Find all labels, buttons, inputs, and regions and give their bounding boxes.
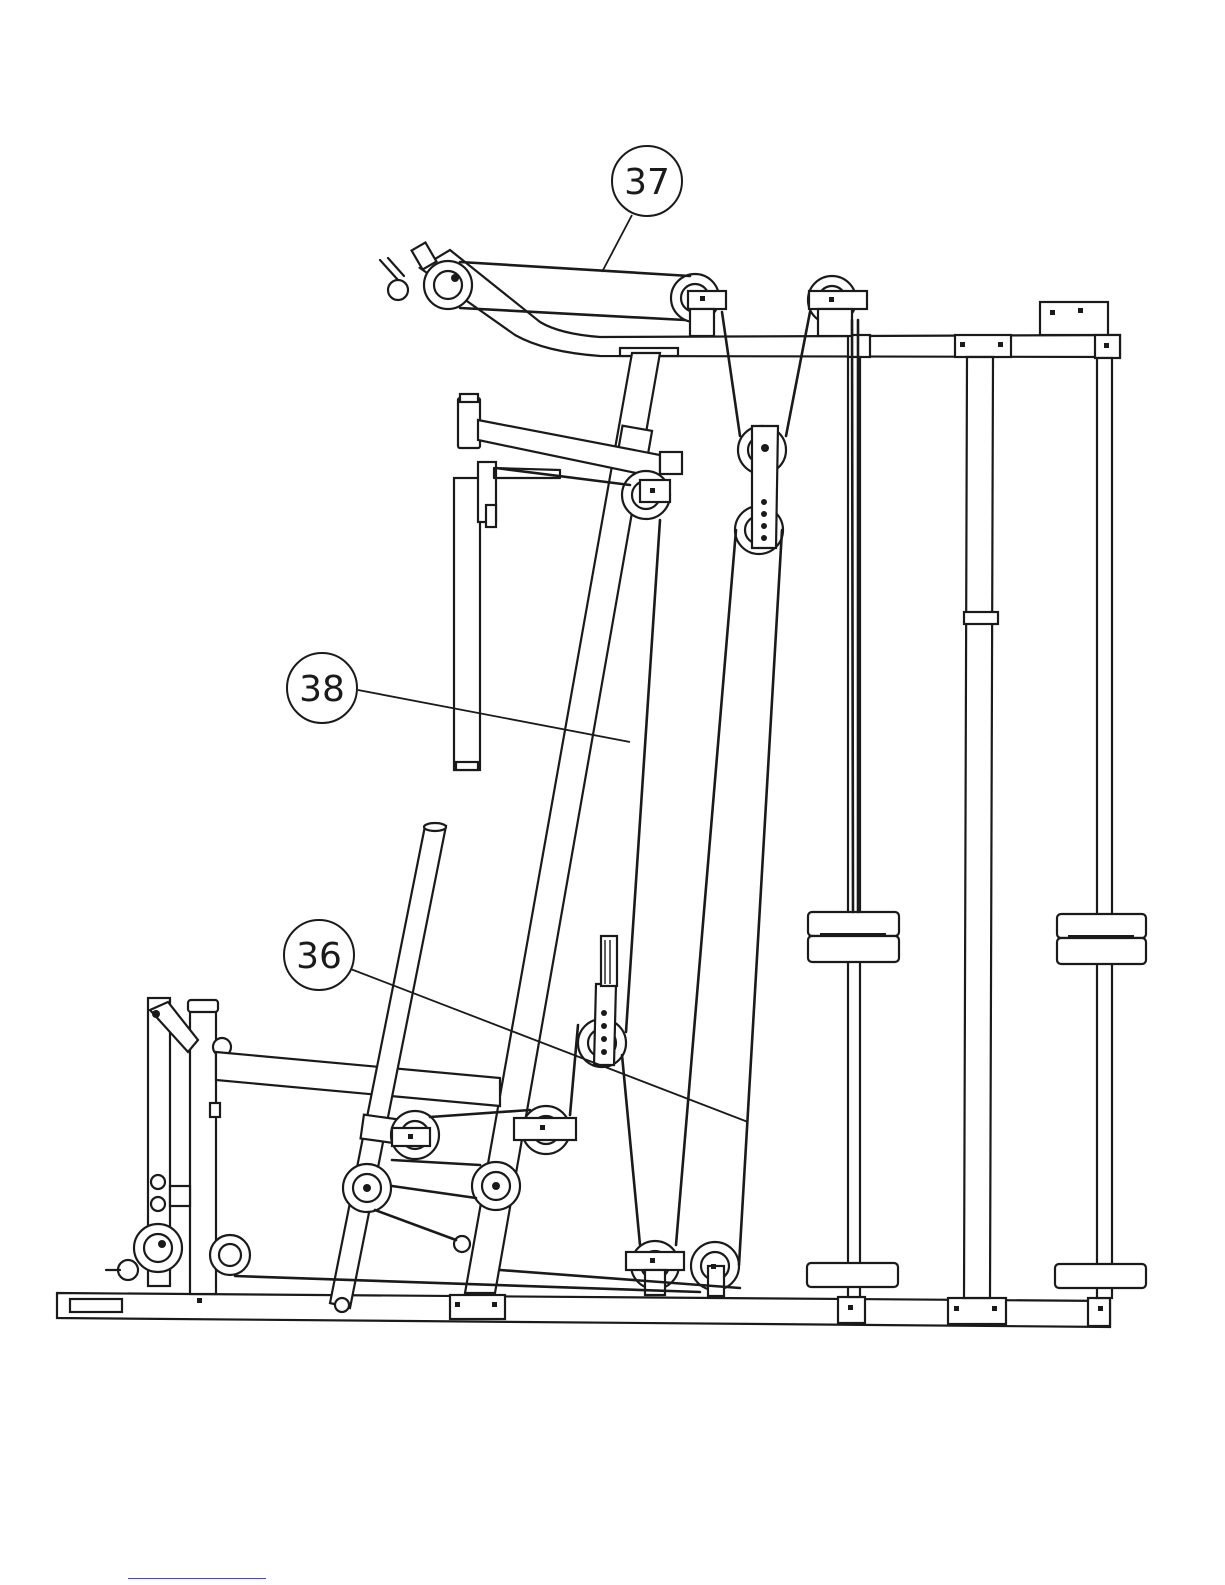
base-frame: [57, 1293, 1110, 1327]
top-frame: [380, 242, 1120, 358]
top-pulleys: [671, 274, 867, 336]
callout-37-label: 37: [624, 162, 670, 203]
footer-rule: [128, 1578, 266, 1579]
right-uprights: [848, 357, 1112, 1298]
floating-pulleys-upper: [735, 426, 786, 554]
leg-frame: [106, 998, 500, 1303]
callout-37: 37: [602, 146, 682, 272]
callout-38-label: 38: [299, 669, 345, 710]
callout-36-label: 36: [296, 936, 342, 977]
